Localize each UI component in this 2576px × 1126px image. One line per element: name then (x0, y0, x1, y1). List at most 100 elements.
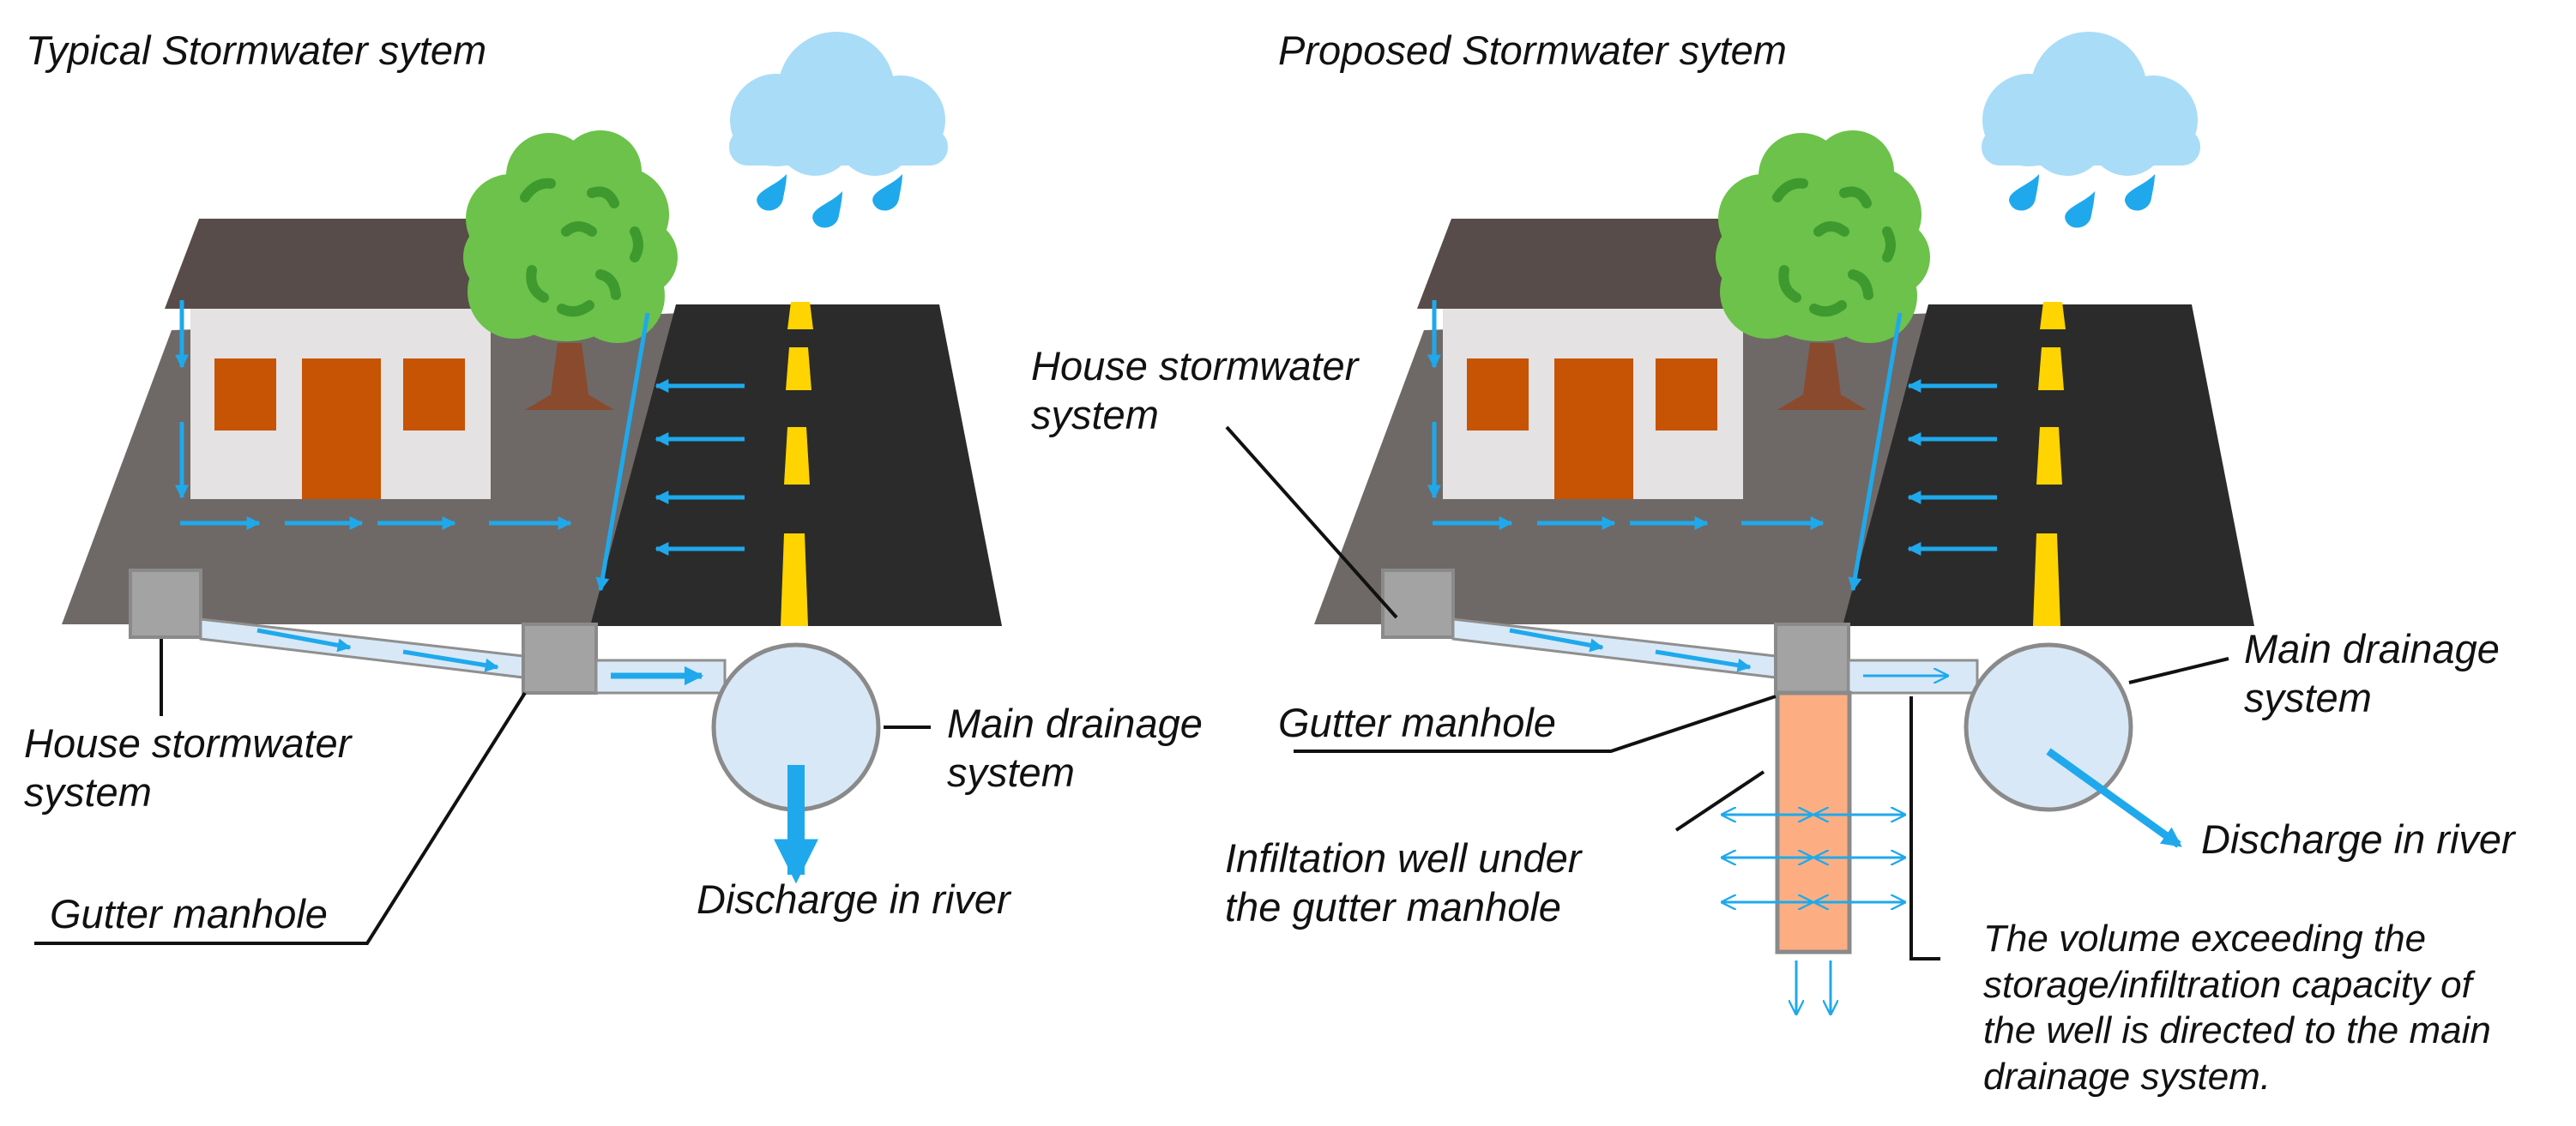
gutter-manhole (1774, 623, 1850, 695)
pipe-flow-arrow-2 (402, 649, 499, 672)
right-main-drainage-line1: Main drainage (2244, 626, 2500, 671)
leader-gutter-manhole (1294, 695, 1777, 753)
leader-main-drainage (2128, 657, 2229, 684)
runoff-arrow-tree-to-gutter (1848, 312, 1903, 592)
cloud-base (729, 129, 948, 166)
raindrop-2 (872, 174, 902, 211)
lane-marking-3 (2033, 533, 2060, 626)
house-stormwater-box (1381, 569, 1455, 639)
lane-marking-0 (787, 302, 813, 329)
right-discharge-label: Discharge in river (2201, 816, 2515, 862)
left-discharge-label: Discharge in river (697, 876, 1010, 922)
house-window-right (403, 358, 465, 431)
house-window-right (1656, 358, 1717, 431)
right-infiltration-well-line2: the gutter manhole (1225, 884, 1561, 930)
tree-icon (1716, 130, 1930, 410)
right-note-line1: The volume exceeding the (1983, 918, 2427, 960)
raindrop-0 (757, 174, 787, 211)
tree-leaf-curl-3 (595, 269, 621, 300)
right-note-line4: drainage system. (1983, 1056, 2271, 1099)
infiltration-well (1775, 690, 1852, 954)
right-infiltration-well-label: Infiltation well under the gutter manhol… (1225, 834, 1581, 932)
pipe-flow-arrow-1 (256, 628, 352, 653)
right-overflow-note: The volume exceeding the storage/infiltr… (1983, 916, 2491, 1100)
tree-canopy-6 (559, 130, 642, 213)
rain-cloud-icon (729, 32, 948, 228)
proposed-system-scene (1225, 32, 2254, 1014)
runoff-arrow-tree-to-gutter (595, 312, 650, 592)
house-door (1554, 358, 1633, 499)
house-icon (1417, 219, 1772, 499)
rain-cloud-icon (1982, 32, 2200, 228)
lane-marking-1 (786, 347, 811, 390)
tree-leaf-curl-1 (1839, 186, 1872, 208)
lane-marking-2 (784, 427, 810, 485)
right-main-drainage-line2: system (2244, 675, 2372, 721)
tree-canopy-6 (1812, 130, 1894, 213)
left-main-drainage-line1: Main drainage (947, 701, 1203, 746)
leader-house-stormwater (1225, 425, 1398, 619)
tree-leaf-curl-1 (587, 186, 619, 208)
right-note-line2: storage/infiltration capacity of (1983, 963, 2472, 1006)
tree-leaf-curl-0 (520, 178, 556, 202)
house-roof (165, 219, 520, 309)
house-door (302, 358, 381, 499)
left-main-drainage-label: Main drainage system (947, 699, 1203, 798)
tree-leaf-curl-6 (630, 226, 643, 262)
lane-marking-2 (2036, 427, 2062, 485)
house-roof (1417, 219, 1772, 309)
tree-trunk (525, 343, 614, 410)
leader-gutter-manhole (34, 691, 527, 945)
pipe-flow-arrow-1 (1509, 628, 1604, 653)
typical-system-scene (34, 32, 1002, 945)
raindrop-0 (2009, 174, 2039, 211)
tree-leaf-curl-4 (1809, 300, 1847, 317)
leader-overflow-note (1909, 696, 1940, 960)
house-window-left (214, 358, 276, 431)
tree-leaf-curl-5 (1813, 221, 1849, 237)
raindrop-1 (2065, 191, 2095, 228)
left-main-drainage-line2: system (947, 750, 1075, 796)
left-house-stormwater-line1: House stormwater (24, 720, 352, 766)
main-drainage-pipe (1964, 642, 2133, 812)
tree-icon (463, 130, 678, 410)
house-to-gutter-pipe (1451, 617, 1777, 679)
tree-leaf-curl-6 (1882, 226, 1896, 262)
right-infiltration-well-line1: Infiltation well under (1225, 835, 1582, 881)
tree-leaf-curl-4 (557, 300, 594, 317)
leader-infiltration-well (1674, 770, 1765, 832)
tree-leaf-curl-2 (1778, 265, 1801, 303)
discharge-arrow (2046, 748, 2182, 848)
tree-leaf-curl-0 (1772, 178, 1808, 202)
right-title: Proposed Stormwater sytem (1278, 27, 1787, 73)
left-gutter-manhole-label: Gutter manhole (50, 891, 328, 936)
house-to-gutter-pipe (199, 617, 525, 679)
left-house-stormwater-line2: system (24, 769, 152, 816)
gutter-manhole (522, 623, 598, 695)
right-house-stormwater-line2: system (1031, 392, 1159, 438)
tree-canopy-7 (1716, 219, 1793, 296)
tree-leaf-curl-2 (526, 265, 549, 303)
right-house-stormwater-label: House stormwater system (1031, 341, 1358, 440)
left-house-stormwater-label: House stormwater system (24, 719, 351, 817)
house-icon (165, 219, 520, 499)
raindrop-2 (2125, 174, 2155, 211)
tree-leaf-curl-3 (1848, 269, 1873, 300)
cloud-base (1982, 129, 2200, 166)
right-main-drainage-label: Main drainage system (2244, 624, 2500, 723)
pipe-flow-arrow-2 (1655, 649, 1752, 672)
right-note-line3: the well is directed to the main (1983, 1009, 2491, 1052)
lane-marking-0 (2040, 302, 2066, 329)
right-house-stormwater-line1: House stormwater (1031, 343, 1359, 388)
lane-marking-1 (2038, 347, 2064, 390)
raindrop-1 (812, 191, 842, 228)
tree-trunk (1777, 343, 1867, 410)
left-title: Typical Stormwater sytem (26, 27, 487, 73)
house-stormwater-box (129, 569, 202, 639)
right-gutter-manhole-label: Gutter manhole (1278, 700, 1556, 745)
house-window-left (1467, 358, 1529, 431)
tree-canopy-7 (463, 219, 540, 296)
tree-leaf-curl-5 (561, 221, 597, 237)
